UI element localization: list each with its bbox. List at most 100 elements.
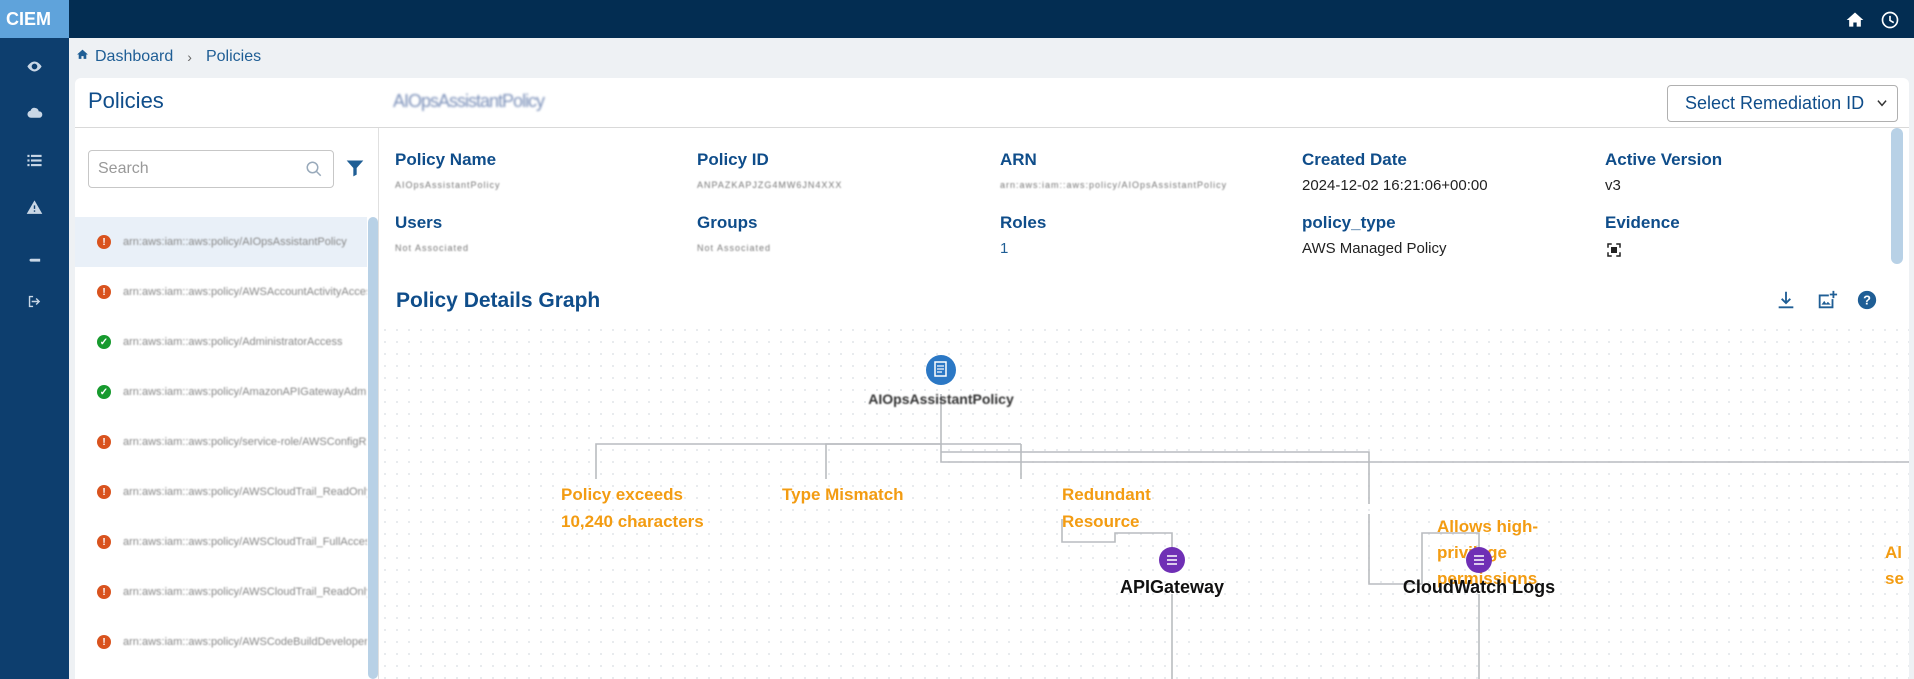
warning-icon[interactable] (0, 184, 69, 231)
policy-list-item-label: arn:aws:iam::aws:policy/AWSCodeBuildDeve… (123, 636, 367, 648)
divider (378, 128, 379, 679)
created-date-field: Created Date 2024-12-02 16:21:06+00:00 (1302, 150, 1488, 194)
policy-name-value: AIOpsAssistantPolicy (395, 180, 501, 190)
list-icon[interactable] (0, 137, 69, 184)
policy-graph: AIOpsAssistantPolicy Policy exceeds 10,2… (561, 355, 1909, 679)
filter-icon[interactable] (345, 158, 365, 178)
clock-icon[interactable] (1880, 10, 1900, 30)
policy-type-value: AWS Managed Policy (1302, 240, 1447, 257)
active-version-label: Active Version (1605, 150, 1723, 169)
detail-scrollbar[interactable] (1891, 128, 1903, 264)
breadcrumb-dashboard-link[interactable]: Dashboard (95, 48, 174, 65)
evidence-field: Evidence (1605, 213, 1680, 264)
add-image-icon[interactable] (1816, 289, 1838, 311)
policy-list-item[interactable]: ! arn:aws:iam::aws:policy/AWSCloudTrail_F… (75, 517, 367, 567)
finding-label: Redundant (1062, 485, 1151, 504)
finding-high-privilege[interactable]: Allows high- privilege permissions (1437, 517, 1543, 588)
screenshot-icon[interactable] (1605, 241, 1623, 259)
policy-list-item[interactable]: ! arn:aws:iam::aws:policy/AWSAccountActiv… (75, 267, 367, 317)
cloud-icon[interactable] (0, 90, 69, 137)
left-nav-rail: CIEM (0, 0, 69, 679)
policies-panel: Policies AIOpsAssistantPolicy Select Rem… (75, 78, 1909, 679)
sign-out-icon[interactable] (0, 278, 69, 325)
finding-truncated[interactable]: Al se (1885, 543, 1907, 588)
groups-value: Not Associated (697, 243, 772, 253)
policy-list-item-label: arn:aws:iam::aws:policy/AWSCloudTrail_Re… (123, 586, 367, 598)
policy-id-value: ANPAZKAPJZG4MW6JN4XXX (697, 180, 843, 190)
policy-list: !arn:aws:iam::aws:policy/AIOpsAssistantP… (75, 217, 367, 667)
chevron-right-icon: › (187, 49, 192, 65)
finding-label: Policy exceeds (561, 485, 683, 504)
list-icon (1474, 555, 1484, 565)
root-policy-node[interactable]: AIOpsAssistantPolicy (868, 355, 1014, 407)
home-icon (76, 48, 95, 66)
finding-label: Al (1885, 543, 1902, 562)
service-label: CloudWatch Logs (1403, 577, 1555, 597)
created-date-value: 2024-12-02 16:21:06+00:00 (1302, 177, 1488, 194)
roles-count-link[interactable]: 1 (1000, 240, 1009, 257)
policy-name-label: Policy Name (395, 150, 497, 169)
list-scrollbar[interactable] (368, 217, 378, 679)
policy-list-item-label: arn:aws:iam::aws:policy/AdministratorAcc… (123, 336, 343, 348)
help-icon[interactable]: ? (1856, 289, 1878, 311)
top-bar (69, 0, 1914, 38)
finding-label: 10,240 characters (561, 512, 704, 531)
policy-name-field: Policy Name AIOpsAssistantPolicy (395, 150, 501, 190)
policy-list-item[interactable]: ✓ arn:aws:iam::aws:policy/AmazonAPIGatewa… (75, 367, 367, 417)
policy-list-item-label: arn:aws:iam::aws:policy/AmazonAPIGateway… (123, 386, 367, 398)
policy-list-item-label: arn:aws:iam::aws:policy/AWSAccountActivi… (123, 286, 367, 298)
service-node-cloudwatch-logs[interactable]: CloudWatch Logs (1403, 547, 1555, 597)
document-icon (934, 361, 947, 377)
chevron-down-icon (1877, 100, 1887, 107)
breadcrumb-current: Policies (205, 48, 262, 65)
policy-id-field: Policy ID ANPAZKAPJZG4MW6JN4XXX (697, 150, 842, 190)
finding-policy-size[interactable]: Policy exceeds 10,240 characters (561, 485, 704, 531)
exclamation-circle-icon: ! (97, 485, 111, 499)
download-icon[interactable] (1775, 289, 1797, 311)
exclamation-circle-icon: ! (97, 635, 111, 649)
users-label: Users (395, 213, 443, 232)
policy-list-item[interactable]: ! arn:aws:iam::aws:policy/AWSCodeBuildDev… (75, 617, 367, 667)
search-input[interactable]: Search (88, 150, 334, 188)
svg-text:?: ? (1863, 293, 1871, 308)
finding-label: se (1885, 569, 1904, 588)
check-circle-icon: ✓ (97, 385, 111, 399)
active-version-value: v3 (1605, 177, 1621, 194)
policy-list-item[interactable]: !arn:aws:iam::aws:policy/AWSCloudTrail_R… (75, 467, 367, 517)
policy-graph-canvas[interactable]: AIOpsAssistantPolicy Policy exceeds 10,2… (379, 324, 1909, 679)
list-icon (1167, 555, 1177, 565)
remediation-id-select[interactable]: Select Remediation ID (1667, 85, 1898, 122)
breadcrumb: Dashboard › Policies (76, 46, 261, 68)
policy-list-item[interactable]: !arn:aws:iam::aws:policy/service-role/AW… (75, 417, 367, 467)
search-icon (306, 161, 322, 177)
service-label: APIGateway (1120, 577, 1224, 597)
root-node-label: AIOpsAssistantPolicy (868, 391, 1014, 407)
book-icon[interactable] (0, 231, 69, 278)
exclamation-circle-icon: ! (97, 285, 111, 299)
policy-list-item-label: arn:aws:iam::aws:policy/AWSCloudTrail_Fu… (123, 536, 367, 548)
active-version-field: Active Version v3 (1605, 150, 1722, 194)
arn-field: ARN arn:aws:iam::aws:policy/AIOpsAssista… (1000, 150, 1227, 190)
roles-label: Roles (1000, 213, 1047, 232)
graph-title: Policy Details Graph (396, 289, 601, 312)
finding-label: Type Mismatch (782, 485, 904, 504)
home-icon[interactable] (1845, 10, 1865, 30)
users-value: Not Associated (395, 243, 470, 253)
exclamation-circle-icon: ! (97, 535, 111, 549)
policy-list-item[interactable]: !arn:aws:iam::aws:policy/AIOpsAssistantP… (75, 217, 367, 267)
search-placeholder: Search (98, 160, 149, 177)
finding-type-mismatch[interactable]: Type Mismatch (782, 485, 904, 504)
exclamation-circle-icon: ! (97, 235, 111, 249)
eye-icon[interactable] (0, 43, 69, 90)
finding-label: Allows high- (1437, 517, 1538, 536)
finding-redundant-resource[interactable]: Redundant Resource (1062, 485, 1156, 531)
policy-list-item[interactable]: ✓ arn:aws:iam::aws:policy/AdministratorAc… (75, 317, 367, 367)
brand-logo[interactable]: CIEM (0, 0, 69, 38)
groups-label: Groups (697, 213, 758, 232)
check-circle-icon: ✓ (97, 335, 111, 349)
roles-field: Roles 1 (1000, 213, 1046, 257)
service-node-apigateway[interactable]: APIGateway (1120, 547, 1224, 597)
policy-list-item[interactable]: !arn:aws:iam::aws:policy/AWSCloudTrail_R… (75, 567, 367, 617)
created-date-label: Created Date (1302, 150, 1407, 169)
selected-policy-name: AIOpsAssistantPolicy (393, 91, 545, 111)
